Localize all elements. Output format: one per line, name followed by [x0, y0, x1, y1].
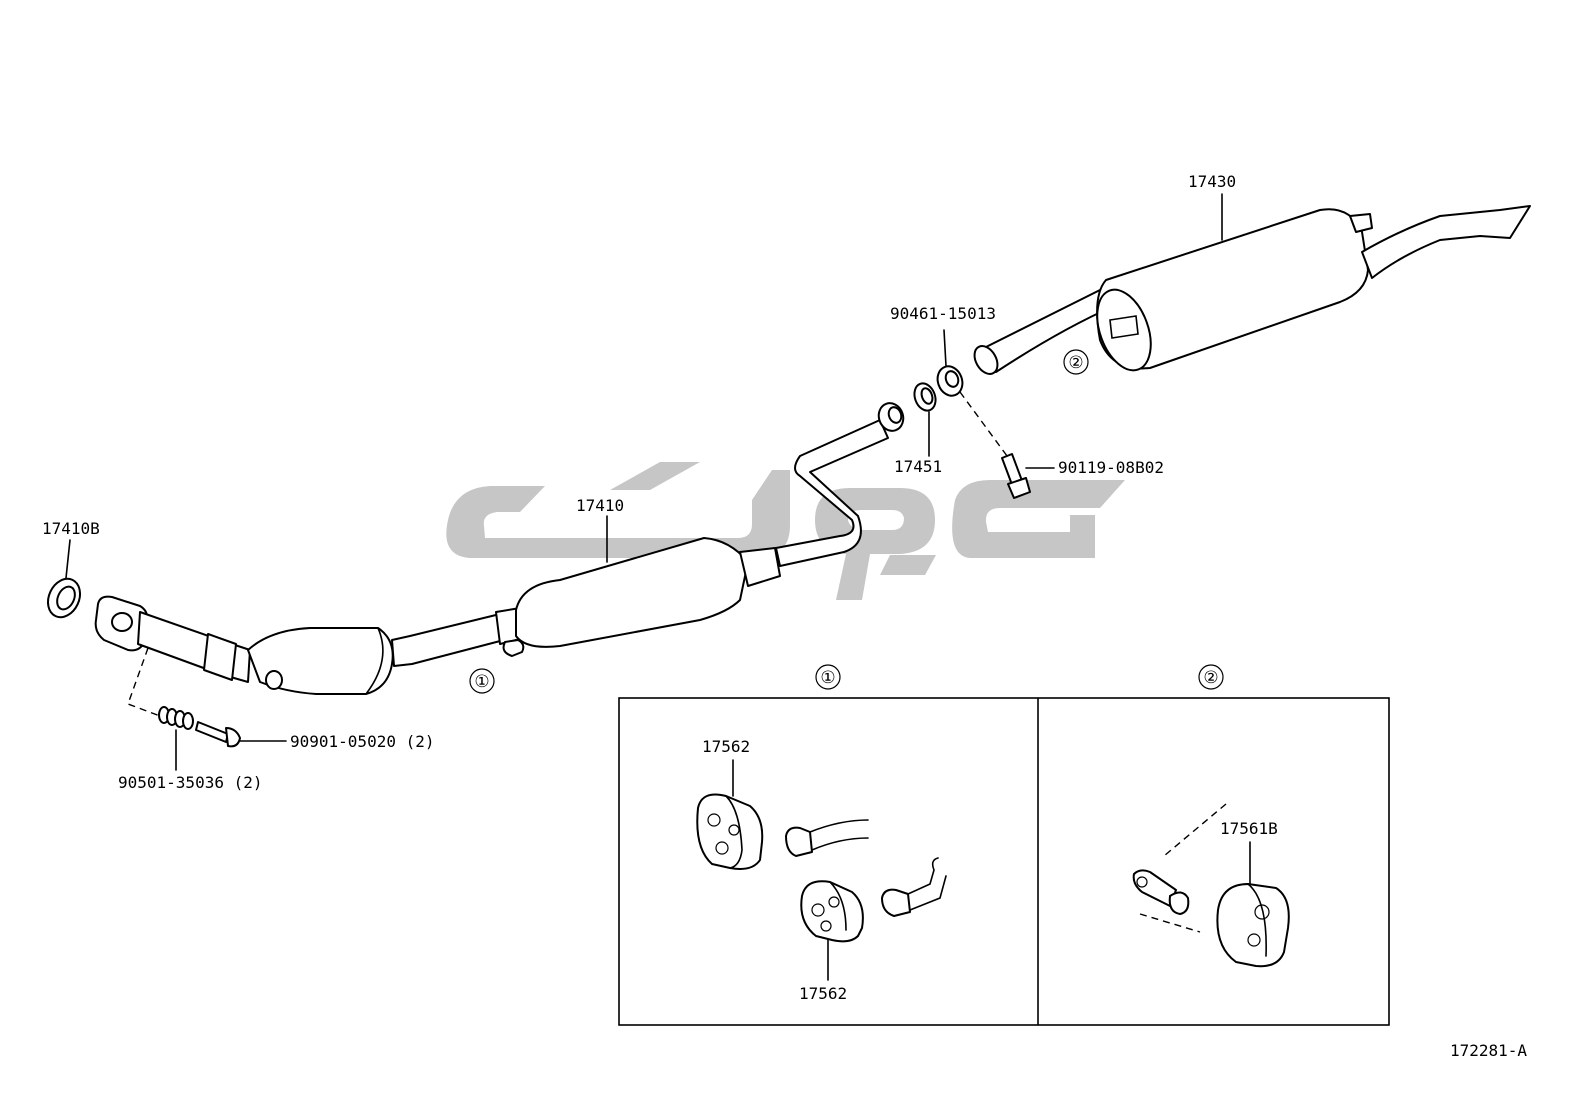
callout-2-main: ② — [1068, 353, 1083, 373]
label-90461-15013: 90461-15013 — [890, 304, 996, 323]
detail-box-1-title: ① — [820, 668, 835, 688]
label-17430: 17430 — [1188, 172, 1236, 191]
detail-boxes — [618, 664, 1390, 1026]
gasket-17410b-drawing — [46, 539, 82, 619]
label-17561b: 17561B — [1220, 819, 1278, 838]
tail-pipe-17430-drawing — [973, 193, 1531, 375]
callout-1-main: ① — [474, 672, 489, 692]
hanger-17561b-drawing — [1132, 803, 1290, 968]
label-17562-upper: 17562 — [702, 737, 750, 756]
hanger-17562-lower-drawing — [800, 857, 947, 981]
label-17410b: 17410B — [42, 519, 100, 538]
label-17410: 17410 — [576, 496, 624, 515]
label-90901-05020: 90901-05020 (2) — [290, 732, 435, 751]
front-bolt-spring-drawing — [127, 647, 287, 771]
hanger-17562-upper-drawing — [696, 759, 869, 870]
label-17451: 17451 — [894, 457, 942, 476]
gasket-17451-drawing — [913, 382, 937, 457]
spring-nut-90461-drawing — [936, 329, 1011, 461]
front-pipe-17410-drawing — [94, 402, 905, 695]
figure-code: 172281-A — [1450, 1041, 1527, 1060]
label-17562-lower: 17562 — [799, 984, 847, 1003]
label-90501-35036: 90501-35036 (2) — [118, 773, 263, 792]
detail-box-2-title: ② — [1203, 668, 1218, 688]
callout-markers — [469, 349, 1089, 694]
watermark-logo — [446, 462, 1125, 600]
bolt-90119-drawing — [1001, 453, 1055, 499]
label-90119-08b02: 90119-08B02 — [1058, 458, 1164, 477]
